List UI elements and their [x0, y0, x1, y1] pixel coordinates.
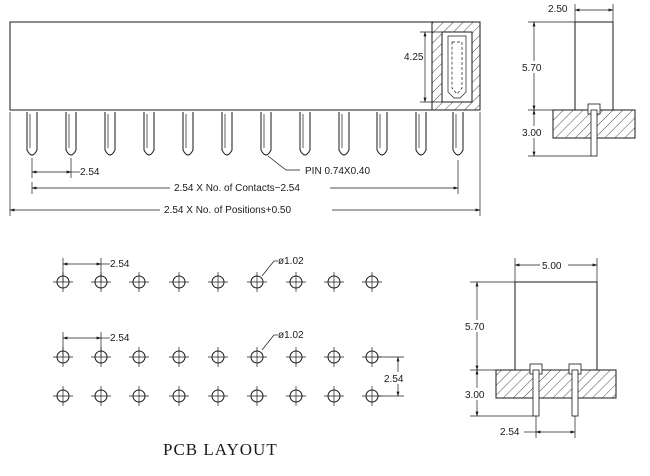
pcb-hole — [324, 272, 344, 292]
pcb-hole — [169, 272, 189, 292]
hole-label-row2: ø1.02 — [278, 330, 304, 341]
pin — [182, 112, 194, 156]
pcb-hole — [286, 347, 306, 367]
pcb-hole — [324, 386, 344, 406]
side-view-bottom: 5.00 5.70 3.00 2.54 — [463, 258, 617, 438]
pin — [338, 112, 350, 156]
pcb-hole — [208, 272, 228, 292]
side-view-top: 2.50 5.70 3.00 — [520, 2, 636, 157]
pin — [65, 112, 77, 156]
side-body-bottom — [514, 281, 598, 371]
dim-pin-bottom-side: 3.00 — [465, 390, 485, 401]
dim-positions: 2.54 X No. of Positions+0.50 — [164, 205, 291, 216]
dim-pitch-row2: 2.54 — [110, 333, 130, 344]
pcb-hole — [286, 386, 306, 406]
dim-pitch-front: 2.54 — [80, 167, 100, 178]
pin — [26, 112, 38, 156]
pcb-layout: 2.54 ø1.02 2.54 ø1.02 2.54 PCB LAYOUT — [53, 256, 409, 459]
pcb-hole — [208, 386, 228, 406]
pcb-hole — [247, 386, 267, 406]
dim-height-top-side: 5.70 — [522, 63, 542, 74]
pin — [415, 112, 427, 156]
dim-pitch-row1: 2.54 — [110, 259, 130, 270]
hole-label-row1: ø1.02 — [278, 256, 304, 267]
pin — [143, 112, 155, 156]
pcb-hole — [324, 347, 344, 367]
pin — [299, 112, 311, 156]
pcb-hole — [129, 347, 149, 367]
pcb-hole — [129, 386, 149, 406]
front-view: 4.25 2.54 PIN 0.74X0.40 2.54 X No. of Co… — [9, 21, 481, 216]
pin — [452, 112, 464, 156]
dim-height-bottom-side: 5.70 — [465, 322, 485, 333]
pcb-hole — [129, 272, 149, 292]
pin — [221, 112, 233, 156]
dim-width-top: 2.50 — [548, 4, 568, 15]
pcb-hole — [286, 272, 306, 292]
pcb-hole — [169, 386, 189, 406]
side-body — [574, 21, 614, 111]
dim-width-bottom: 5.00 — [542, 261, 562, 272]
pcb-hole — [247, 272, 267, 292]
hole-grid — [53, 272, 382, 406]
pcb-hole — [169, 347, 189, 367]
pcb-hole — [247, 347, 267, 367]
pcb-layout-title: PCB LAYOUT — [163, 440, 278, 459]
pcb-hole — [362, 272, 382, 292]
dim-height-top: 4.25 — [404, 52, 424, 63]
pin — [376, 112, 388, 156]
dim-pin-top-side: 3.00 — [522, 128, 542, 139]
pcb-hole — [53, 386, 73, 406]
pin — [260, 112, 272, 156]
pcb-hole — [208, 347, 228, 367]
board-section-bottom — [495, 369, 617, 399]
dim-contacts: 2.54 X No. of Contacts−2.54 — [174, 183, 300, 194]
pcb-hole — [91, 386, 111, 406]
pin — [104, 112, 116, 156]
contact-section — [431, 21, 481, 111]
housing-body — [9, 21, 481, 111]
dim-row-spacing: 2.54 — [384, 374, 404, 385]
dim-pin-spacing-bottom: 2.54 — [500, 427, 520, 438]
pin-row — [26, 112, 464, 156]
pin-label: PIN 0.74X0.40 — [305, 166, 370, 177]
